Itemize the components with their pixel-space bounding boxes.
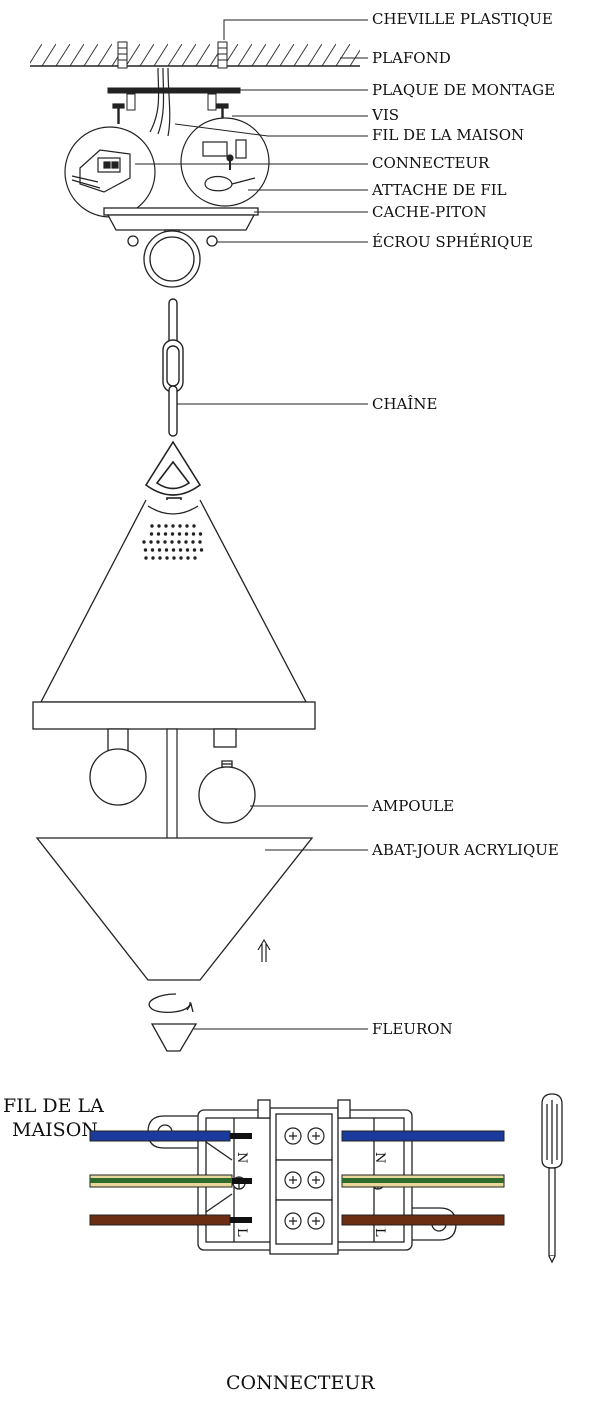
vent-hole — [158, 556, 162, 560]
label-canopy: CACHE-PITON — [372, 203, 487, 221]
label-screw: VIS — [371, 106, 399, 124]
vent-holes — [142, 524, 204, 560]
vent-hole — [186, 556, 190, 560]
vent-hole — [198, 540, 202, 544]
earth-wire-right-stripe — [342, 1178, 504, 1183]
label-connector: CONNECTEUR — [372, 154, 490, 172]
house-wire-caption-line1: FIL DE LA — [3, 1095, 104, 1117]
arrow-up-icon — [257, 938, 271, 962]
label-wall-plug: CHEVILLE PLASTIQUE — [372, 10, 553, 28]
terminal-letters: N N L L — [234, 1152, 387, 1237]
neutral-wire-left — [89, 1130, 231, 1142]
live-wire-right — [341, 1214, 505, 1226]
screwdriver-icon — [541, 1093, 563, 1264]
connector-detail-left — [64, 126, 156, 218]
lamp-body — [32, 499, 316, 730]
label-mounting-plate: PLAQUE DE MONTAGE — [372, 81, 555, 99]
vent-hole — [150, 524, 154, 528]
callout-labels: CHEVILLE PLASTIQUE PLAFOND PLAQUE DE MON… — [371, 10, 559, 1038]
vent-hole — [170, 540, 174, 544]
vent-hole — [199, 548, 204, 552]
label-acrylic-shade: ABAT-JOUR ACRYLIQUE — [371, 841, 559, 859]
leader-lines — [135, 19, 368, 1030]
vent-hole — [191, 532, 196, 536]
vent-hole — [157, 524, 161, 528]
label-ball-nut: ÉCROU SPHÉRIQUE — [372, 233, 533, 251]
vent-hole — [177, 532, 182, 536]
vent-hole — [178, 548, 183, 552]
vent-hole — [144, 556, 148, 560]
ceiling — [30, 44, 360, 67]
vent-hole — [185, 524, 189, 528]
connector-wires — [89, 1130, 505, 1226]
finial — [150, 1023, 198, 1052]
label-chain: CHAÎNE — [372, 395, 437, 413]
live-wire-left — [89, 1214, 231, 1226]
acrylic-shade — [35, 837, 314, 981]
earth-wire-left-stripe — [90, 1178, 232, 1183]
chain — [162, 298, 184, 437]
vent-hole — [198, 532, 203, 536]
vent-hole — [150, 548, 155, 552]
label-wire-clip: ATTACHE DE FIL — [371, 181, 507, 199]
label-ceiling: PLAFOND — [372, 49, 451, 67]
terminal-n-right: N — [372, 1152, 387, 1163]
house-wire — [149, 67, 171, 137]
vent-hole — [185, 548, 190, 552]
vent-hole — [192, 548, 197, 552]
house-wire-caption: FIL DE LA MAISON — [3, 1095, 104, 1141]
vent-hole — [151, 556, 155, 560]
vent-hole — [164, 524, 168, 528]
canopy — [103, 207, 259, 231]
label-bulb: AMPOULE — [371, 797, 454, 815]
vent-hole — [184, 540, 188, 544]
vent-hole — [171, 524, 175, 528]
vent-hole — [172, 556, 176, 560]
vent-hole — [170, 532, 175, 536]
vent-hole — [171, 548, 176, 552]
vent-hole — [193, 556, 197, 560]
vent-hole — [178, 524, 182, 528]
terminal-l-left: L — [234, 1228, 249, 1237]
house-wire-caption-line2: MAISON — [12, 1119, 98, 1141]
vent-hole — [164, 548, 169, 552]
bulb-icon — [89, 728, 256, 824]
label-finial: FLEURON — [372, 1020, 453, 1038]
vent-hole — [177, 540, 181, 544]
terminal-l-right: L — [372, 1228, 387, 1237]
vent-hole — [142, 540, 146, 544]
vent-hole — [143, 548, 148, 552]
vent-hole — [149, 532, 154, 536]
wall-plug-icon — [117, 41, 228, 69]
neutral-wire-right — [341, 1130, 505, 1142]
ball-nut — [127, 229, 218, 288]
rotate-arrow-icon — [148, 993, 194, 1013]
vent-hole — [163, 532, 168, 536]
label-house-wire: FIL DE LA MAISON — [372, 126, 524, 144]
vent-hole — [149, 540, 153, 544]
terminal-n-left: N — [234, 1152, 249, 1163]
vent-hole — [156, 532, 161, 536]
vent-hole — [192, 524, 196, 528]
vent-hole — [184, 532, 189, 536]
terminal-screw-icon — [284, 1127, 325, 1230]
wire-clip-detail-right — [180, 117, 270, 207]
vent-hole — [191, 540, 195, 544]
vent-hole — [156, 540, 160, 544]
vent-hole — [165, 556, 169, 560]
vent-hole — [157, 548, 162, 552]
vent-hole — [179, 556, 183, 560]
vent-hole — [163, 540, 167, 544]
connector-caption: CONNECTEUR — [226, 1372, 375, 1394]
